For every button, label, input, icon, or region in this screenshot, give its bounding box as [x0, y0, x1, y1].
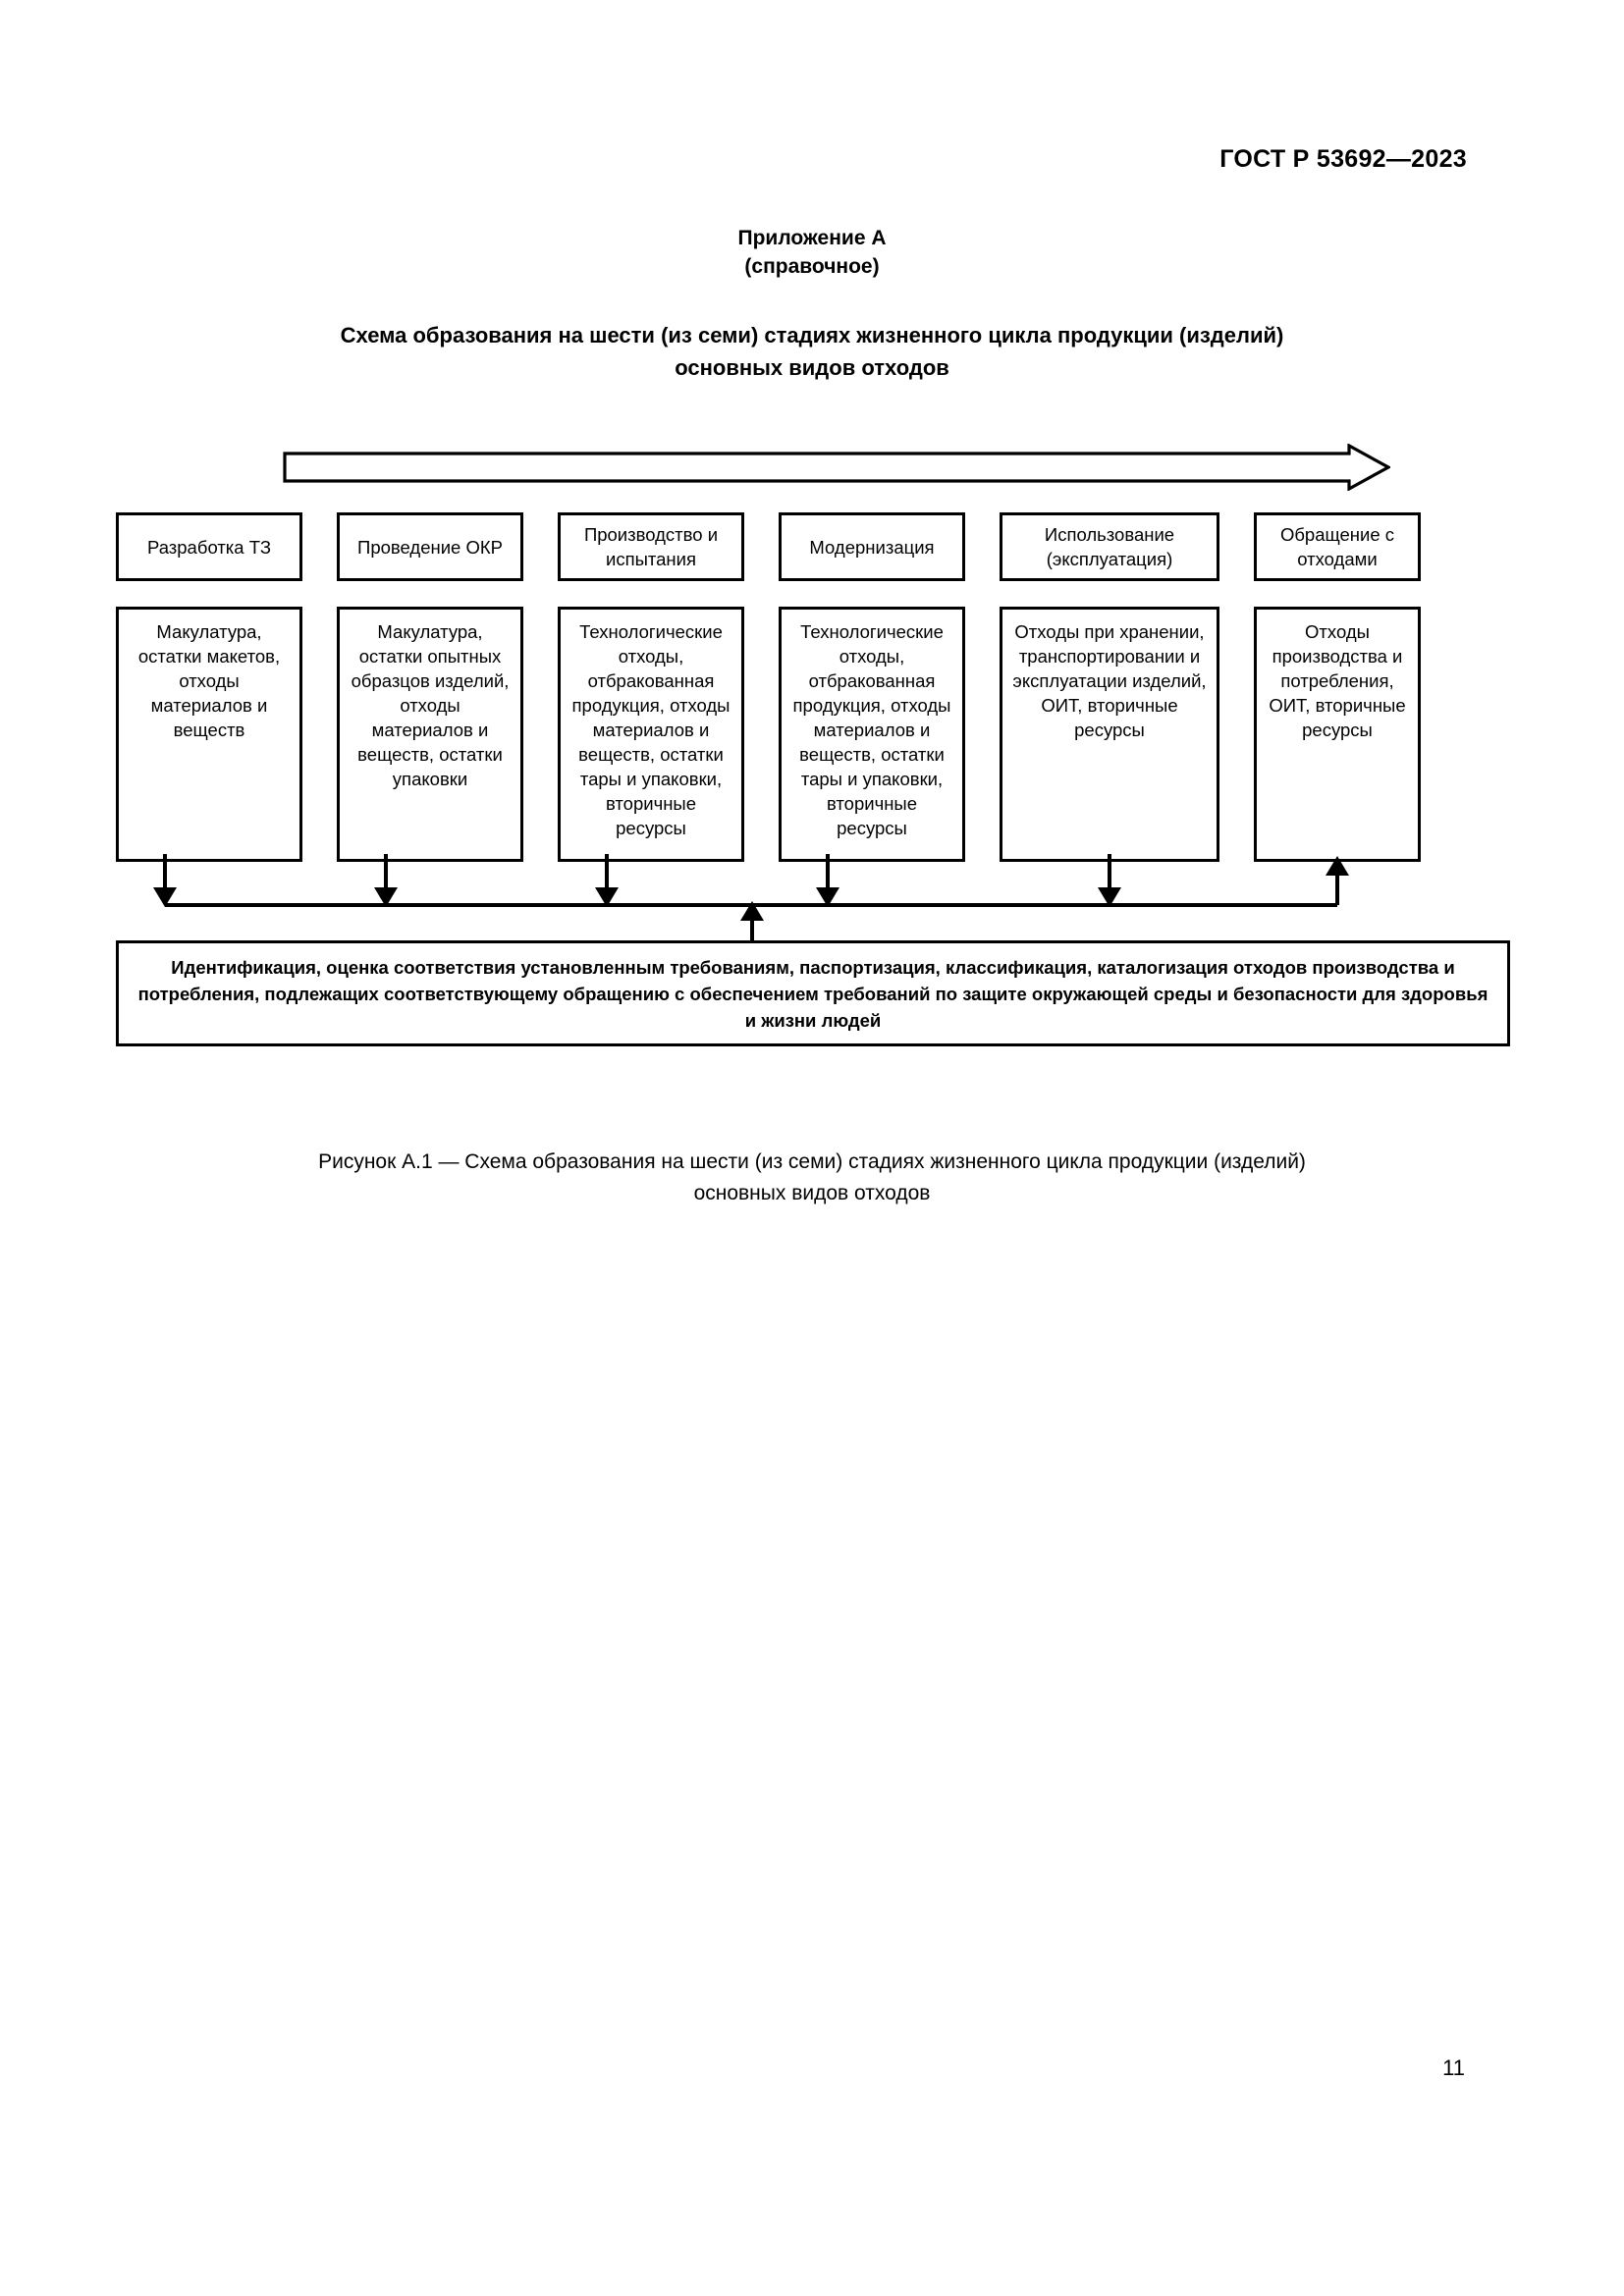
- waste-text-3: Технологические отходы, отбракованная пр…: [571, 621, 731, 838]
- waste-box-3: Технологические отходы, отбракованная пр…: [558, 607, 744, 862]
- appendix-subtitle: (справочное): [744, 255, 880, 278]
- waste-text-5: Отходы при хранении, транспортировании и…: [1012, 621, 1207, 740]
- appendix-heading: Приложение А (справочное): [0, 224, 1624, 281]
- waste-box-5: Отходы при хранении, транспортировании и…: [1000, 607, 1219, 862]
- connector-arrows: [116, 854, 1510, 942]
- lifecycle-direction-arrow: [283, 444, 1390, 491]
- appendix-title: Приложение А: [737, 227, 887, 249]
- figure-title: Схема образования на шести (из семи) ста…: [147, 319, 1477, 384]
- lifecycle-waste-diagram: Разработка ТЗ Проведение ОКР Производств…: [116, 432, 1510, 1119]
- waste-box-2: Макулатура, остатки опытных образцов изд…: [337, 607, 523, 862]
- figure-title-line-2: основных видов отходов: [675, 355, 949, 380]
- summary-text: Идентификация, оценка соответствия устан…: [137, 956, 1489, 1031]
- stage-box-6: Обращение с отходами: [1254, 512, 1421, 581]
- stage-boxes-row: Разработка ТЗ Проведение ОКР Производств…: [116, 512, 1510, 581]
- stage-label-2: Проведение ОКР: [357, 536, 503, 558]
- stage-box-4: Модернизация: [779, 512, 965, 581]
- waste-box-6: Отходы производства и потребления, ОИТ, …: [1254, 607, 1421, 862]
- stage-box-5: Использование (эксплуатация): [1000, 512, 1219, 581]
- stage-label-3: Производство и испытания: [583, 524, 719, 569]
- stage-box-2: Проведение ОКР: [337, 512, 523, 581]
- stage-box-1: Разработка ТЗ: [116, 512, 302, 581]
- figure-caption-line-2: основных видов отходов: [693, 1182, 931, 1204]
- figure-caption: Рисунок А.1 — Схема образования на шести…: [147, 1147, 1477, 1209]
- stage-label-4: Модернизация: [809, 536, 935, 558]
- summary-box: Идентификация, оценка соответствия устан…: [116, 940, 1510, 1046]
- figure-title-line-1: Схема образования на шести (из семи) ста…: [340, 323, 1284, 347]
- waste-boxes-row: Макулатура, остатки макетов, отходы мате…: [116, 607, 1510, 862]
- waste-box-4: Технологические отходы, отбракованная пр…: [779, 607, 965, 862]
- waste-text-4: Технологические отходы, отбракованная пр…: [792, 621, 951, 838]
- stage-label-5: Использование (эксплуатация): [1044, 524, 1175, 569]
- waste-box-1: Макулатура, остатки макетов, отходы мате…: [116, 607, 302, 862]
- waste-text-1: Макулатура, остатки макетов, отходы мате…: [137, 621, 281, 740]
- stage-box-3: Производство и испытания: [558, 512, 744, 581]
- running-head-standard-code: ГОСТ Р 53692—2023: [1219, 145, 1467, 173]
- stage-label-6: Обращение с отходами: [1279, 524, 1395, 569]
- figure-caption-line-1: Рисунок А.1 — Схема образования на шести…: [318, 1150, 1306, 1173]
- page-number: 11: [1442, 2056, 1465, 2080]
- stage-label-1: Разработка ТЗ: [146, 536, 271, 558]
- waste-text-2: Макулатура, остатки опытных образцов изд…: [351, 621, 510, 789]
- waste-text-6: Отходы производства и потребления, ОИТ, …: [1269, 621, 1406, 740]
